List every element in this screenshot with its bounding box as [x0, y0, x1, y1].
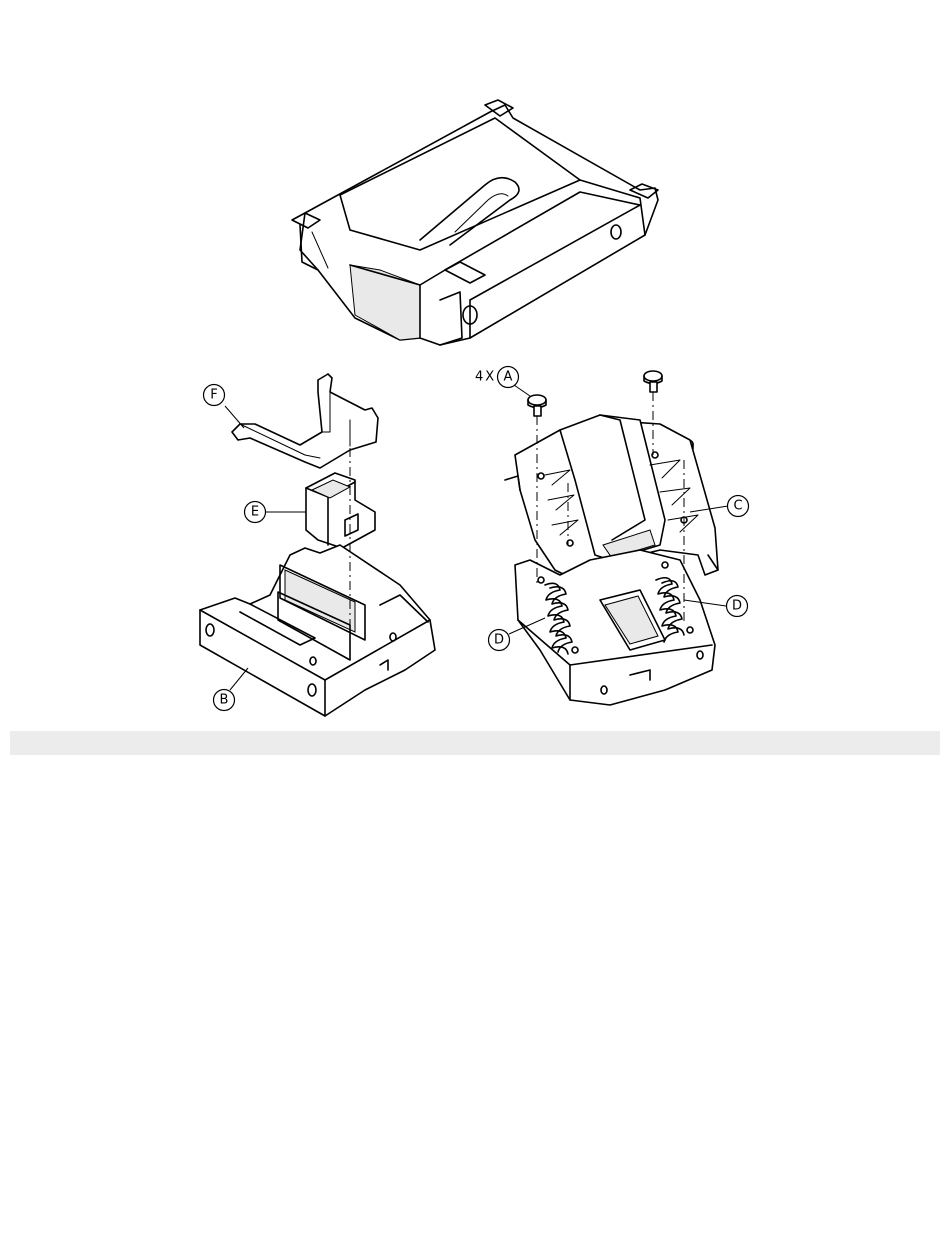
exploded-assembly-drawing: F E B 4X A C D D [0, 0, 950, 730]
callout-label: D [494, 633, 504, 648]
bracket-f [232, 374, 378, 468]
block-e [306, 473, 375, 548]
callout-label: B [220, 693, 229, 708]
callout-f: F [204, 385, 245, 429]
callout-label: A [504, 370, 513, 385]
callout-a: 4X A [475, 367, 530, 397]
callout-label: D [732, 599, 742, 614]
callout-b: B [214, 668, 249, 711]
callout-label: C [733, 499, 742, 514]
base-with-springs [515, 550, 715, 705]
callout-label: F [210, 388, 217, 403]
callout-e: E [245, 502, 307, 523]
caption-bar [10, 731, 940, 755]
base-b [200, 545, 435, 716]
callout-quantity: 4X [475, 370, 496, 385]
callout-label: E [251, 505, 259, 520]
assembled-view [292, 100, 658, 345]
